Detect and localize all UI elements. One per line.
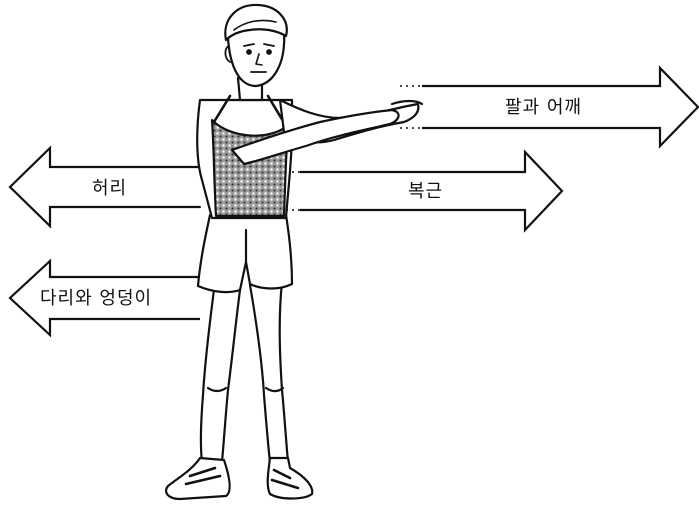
- standing-man-figure: [164, 3, 424, 501]
- label-arms-shoulders: 팔과 어깨: [505, 97, 582, 118]
- label-waist: 허리: [92, 178, 128, 199]
- arrow-arms-shoulders: [422, 65, 699, 149]
- right-leg: [248, 280, 290, 464]
- left-shoe: [164, 456, 231, 501]
- hair: [224, 3, 288, 42]
- arrow-abdomen: [300, 149, 564, 233]
- label-abdomen: 복근: [408, 181, 444, 202]
- arrow-legs-hips: [8, 258, 200, 338]
- arrow-waist: [8, 145, 200, 229]
- left-arm: [230, 108, 400, 166]
- left-leg: [199, 280, 242, 464]
- label-legs-hips: 다리와 엉덩이: [40, 288, 153, 309]
